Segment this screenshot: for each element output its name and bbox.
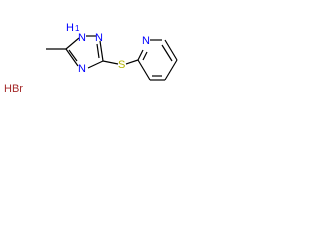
atom-label-h-locant: 1 xyxy=(75,24,80,33)
bond-py-c5-c4 xyxy=(164,59,178,81)
bond-c5-n1 xyxy=(65,37,80,50)
bond-n4-c5-inner xyxy=(68,49,78,62)
bond-py-c2-n-inner xyxy=(142,51,148,61)
chemical-structure-diagram: H 1 N N N S N HBr xyxy=(4,22,178,95)
bond-py-c6-c5 xyxy=(164,39,178,61)
bond-n2-c3 xyxy=(99,40,104,62)
atom-label-h: H xyxy=(66,22,74,34)
bond-n2-c3-inner xyxy=(96,43,100,59)
atom-label-n4: N xyxy=(78,63,86,75)
bond-py-c2-n xyxy=(137,49,144,61)
atom-label-n1: N xyxy=(78,32,86,44)
bond-c3-s xyxy=(102,60,119,65)
atom-label-n2: N xyxy=(95,32,103,44)
bond-s-pyridine xyxy=(125,59,139,65)
bond-py-c3-c2 xyxy=(137,59,151,81)
atom-label-s: S xyxy=(118,59,125,71)
bond-n4-c5 xyxy=(65,48,79,67)
atom-label-pyridine-n: N xyxy=(142,35,150,47)
bond-c3-n4 xyxy=(87,60,104,69)
bond-py-c6-c5-inner xyxy=(161,44,173,62)
salt-label-hbr: HBr xyxy=(4,83,23,95)
